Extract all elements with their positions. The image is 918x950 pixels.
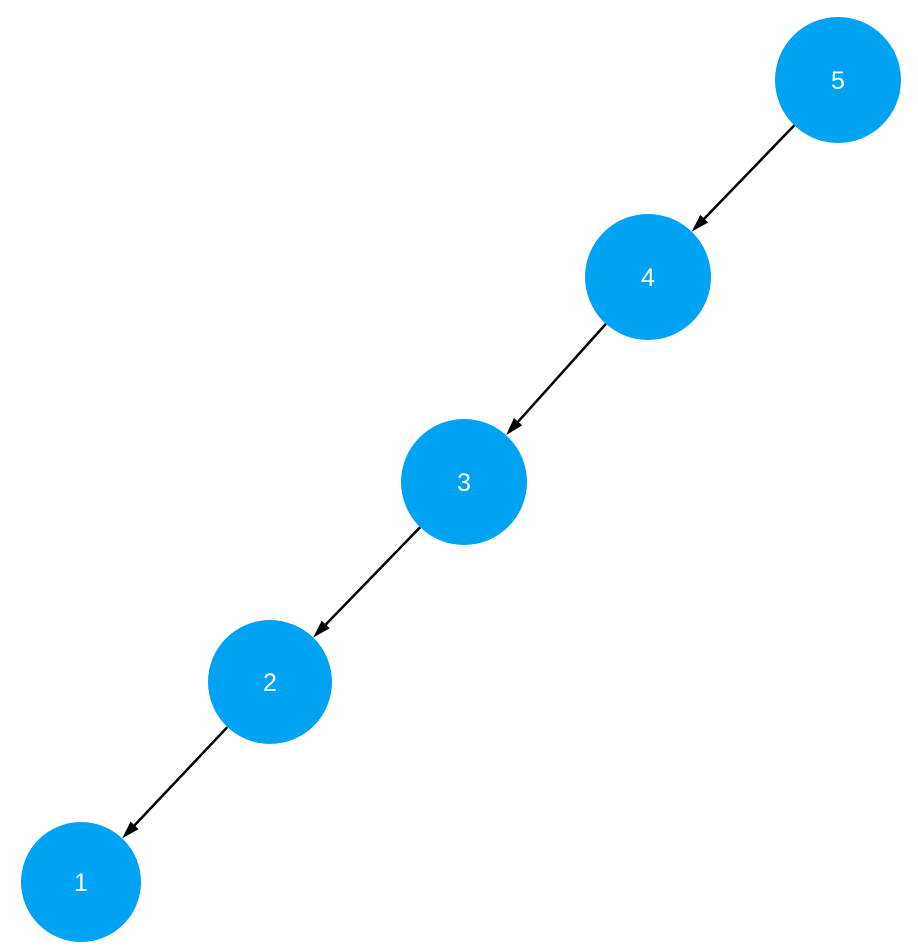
- edge-4-to-3: [515, 323, 607, 425]
- node-circle-2[interactable]: [208, 620, 332, 744]
- node-label-1: 1: [74, 869, 88, 897]
- nodes-layer: 5 4 3 2 1: [21, 17, 901, 942]
- edges-layer: [122, 124, 796, 839]
- edge-2-to-1: [132, 726, 229, 828]
- node-circle-3[interactable]: [401, 419, 527, 545]
- node-2[interactable]: 2: [208, 620, 332, 744]
- node-3[interactable]: 3: [401, 419, 527, 545]
- node-circle-4[interactable]: [585, 214, 711, 340]
- arrowhead-5-to-4: [691, 214, 709, 232]
- node-label-5: 5: [831, 67, 845, 95]
- edge-3-to-2: [323, 526, 422, 627]
- node-circle-5[interactable]: [775, 17, 901, 143]
- arrowhead-4-to-3: [506, 418, 523, 436]
- arrowhead-3-to-2: [313, 620, 330, 638]
- edge-5-to-4: [701, 124, 796, 222]
- node-5[interactable]: 5: [775, 17, 901, 143]
- node-label-2: 2: [263, 669, 277, 697]
- node-label-3: 3: [457, 469, 471, 497]
- arrowhead-2-to-1: [122, 821, 139, 839]
- node-1[interactable]: 1: [21, 822, 141, 942]
- node-label-4: 4: [641, 264, 655, 292]
- node-circle-1[interactable]: [21, 822, 141, 942]
- node-4[interactable]: 4: [585, 214, 711, 340]
